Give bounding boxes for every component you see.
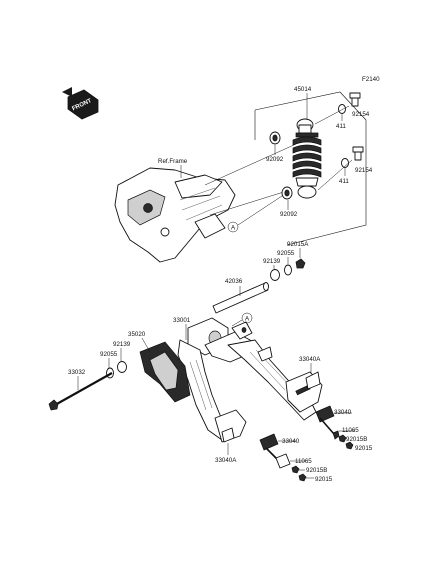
frame-leader-lower: [209, 189, 291, 216]
axle-bolt: [48, 372, 113, 411]
label-33040-lower: 33040: [282, 438, 300, 445]
bolt-axis-lower: [317, 159, 353, 191]
swingarm: [177, 317, 323, 443]
label-92015-lower: 92015: [315, 476, 333, 483]
label-45014: 45014: [294, 86, 312, 93]
chain-guide: [139, 341, 191, 403]
label-92055-left: 92055: [100, 351, 118, 358]
callout-a-upper: [227, 221, 239, 233]
bolt-lower: [352, 146, 364, 161]
block-33040-lower: [259, 433, 279, 451]
bolt-axis-upper: [314, 105, 350, 125]
label-92154-upper: 92154: [352, 111, 370, 118]
label-92154-lower: 92154: [355, 167, 373, 174]
pivot-shaft: [212, 282, 269, 314]
label-92015b-upper: 92015B: [346, 436, 367, 443]
adjuster-bolt-upper: [319, 417, 340, 440]
adjuster-33040a-upper: [305, 371, 321, 390]
nut-92015-lower: [298, 473, 307, 482]
frame-leader-upper: [204, 139, 306, 186]
label-411-lower: 411: [339, 178, 349, 185]
washer-92055-top: [284, 264, 292, 276]
nut-92015a: [295, 258, 306, 269]
label-33040-upper: 33040: [334, 409, 352, 416]
label-33001: 33001: [173, 317, 191, 324]
label-33040a-lower: 33040A: [215, 457, 237, 464]
label-92015-upper: 92015: [355, 445, 373, 452]
shock-absorber: [292, 118, 322, 199]
leader-callout-a-lower: [231, 319, 243, 327]
bushing-lower-hole: [284, 189, 290, 197]
label-11065-upper: 11065: [342, 427, 359, 434]
label-42036: 42036: [225, 278, 243, 285]
kit-box-frame: [254, 91, 367, 246]
bushing-92139-left: [117, 361, 127, 373]
callout-a-lower: [241, 312, 253, 324]
nut-92015b-upper: [338, 434, 347, 443]
front-arrow-icon: FRONT: [62, 87, 99, 120]
leader-35020: [141, 337, 151, 353]
block-33040-upper: [315, 405, 335, 423]
bolt-upper: [349, 92, 361, 107]
nut-92015b-lower: [291, 465, 300, 474]
nut-92015-upper: [345, 441, 354, 450]
label-92139-left: 92139: [113, 341, 131, 348]
label-92092-lower: 92092: [280, 211, 298, 218]
label-33040a-upper: 33040A: [299, 356, 321, 363]
callout-a-lower-letter: A: [245, 316, 250, 323]
bushing-upper-hole: [272, 134, 278, 142]
ref-frame-label: Ref.Frame: [158, 158, 188, 165]
adjuster-33040a-lower: [221, 427, 235, 443]
callout-a-upper-letter: A: [231, 225, 236, 232]
label-92015a: 92015A: [287, 241, 309, 248]
leader-callout-a-upper: [237, 195, 283, 226]
bushing-92139-top: [270, 269, 280, 281]
label-35020: 35020: [128, 331, 146, 338]
figure-code: F2140: [362, 76, 380, 83]
label-92015b-lower: 92015B: [306, 467, 327, 474]
label-411-upper: 411: [336, 123, 346, 130]
collar-upper: [338, 104, 346, 114]
label-92055-top: 92055: [277, 250, 295, 257]
adjuster-bolt-lower: [265, 447, 291, 469]
label-11065-lower: 11065: [295, 458, 312, 465]
label-92092-upper: 92092: [266, 156, 284, 163]
frame-ref: [114, 165, 236, 263]
label-92139-top: 92139: [263, 258, 281, 265]
label-33032: 33032: [68, 369, 86, 376]
